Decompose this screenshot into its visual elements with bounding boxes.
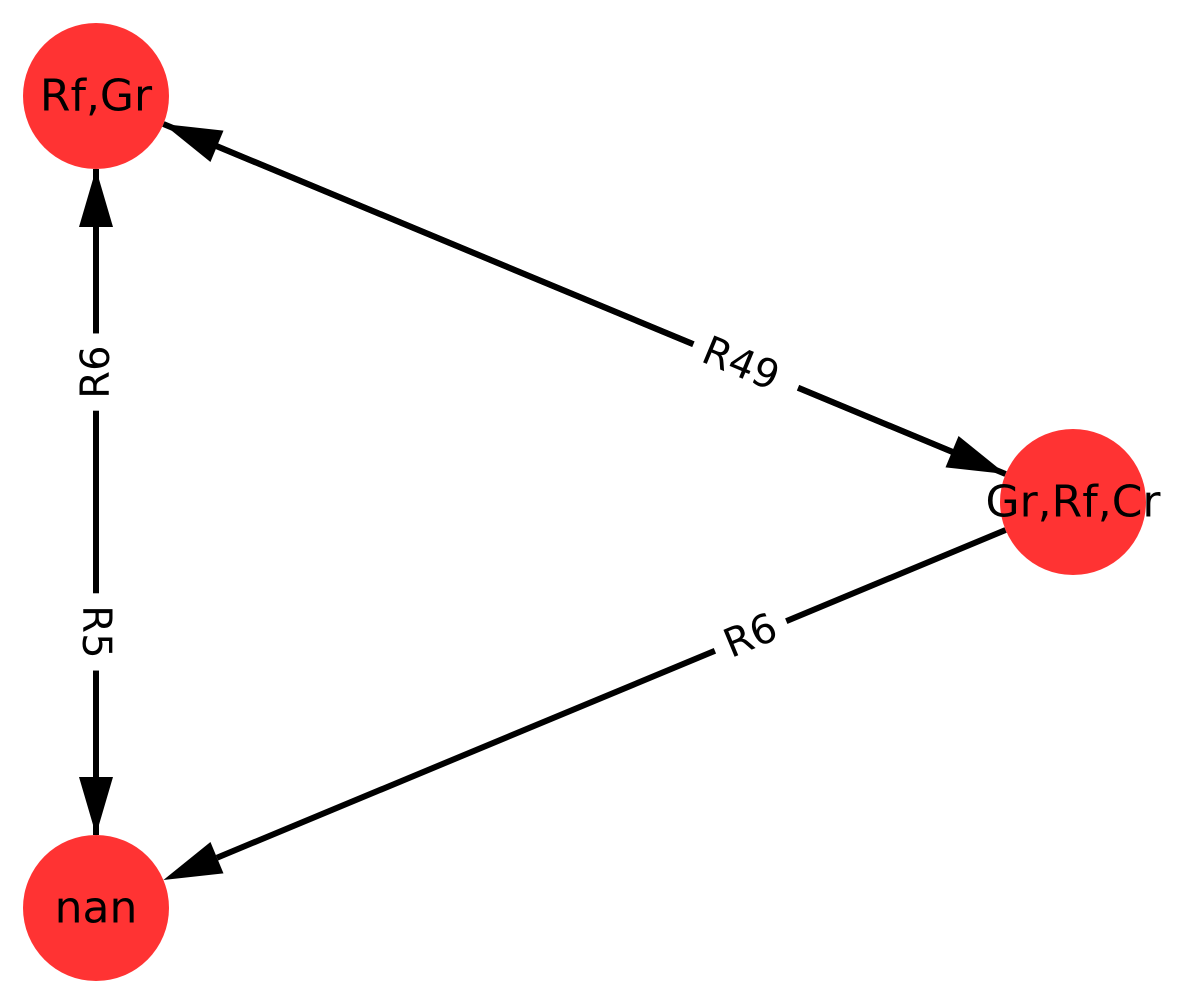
- edge-label-group-e-r49: R49: [683, 319, 799, 409]
- node-circle-rfgr: [23, 23, 169, 169]
- node-rfgr: Rf,Gr: [23, 23, 169, 169]
- node-circle-nan: [23, 835, 169, 981]
- edges-layer: [79, 121, 1007, 880]
- arrowhead-e-r5: [79, 777, 113, 835]
- edge-label-background: [69, 333, 123, 411]
- edge-label-group-e-r5: R5: [69, 593, 123, 671]
- edge-label-group-e-r6-left: R6: [69, 333, 123, 411]
- arrowhead-e-r49: [945, 436, 1006, 474]
- node-label-grrfcr: Gr,Rf,Cr: [985, 477, 1161, 528]
- node-nan: nan: [23, 835, 169, 981]
- edge-label-background: [683, 319, 799, 409]
- edge-line-e-r6-bottom: [215, 527, 1007, 861]
- edge-label-e-r5: R5: [73, 605, 119, 658]
- edge-label-group-e-r6-bottom: R6: [704, 596, 797, 676]
- edge-label-background: [69, 593, 123, 671]
- edge-label-background: [704, 596, 797, 676]
- node-label-nan: nan: [55, 883, 138, 934]
- edge-labels-layer: R34R49R6R5R6: [69, 319, 809, 676]
- node-label-rfgr: Rf,Gr: [40, 71, 153, 122]
- edge-label-e-r6-left: R6: [73, 345, 119, 398]
- node-grrfcr: Gr,Rf,Cr: [985, 429, 1161, 575]
- node-circle-grrfcr: [1000, 429, 1146, 575]
- edge-line-e-r49: [162, 121, 954, 455]
- arrowhead-e-r6-bottom: [163, 842, 224, 880]
